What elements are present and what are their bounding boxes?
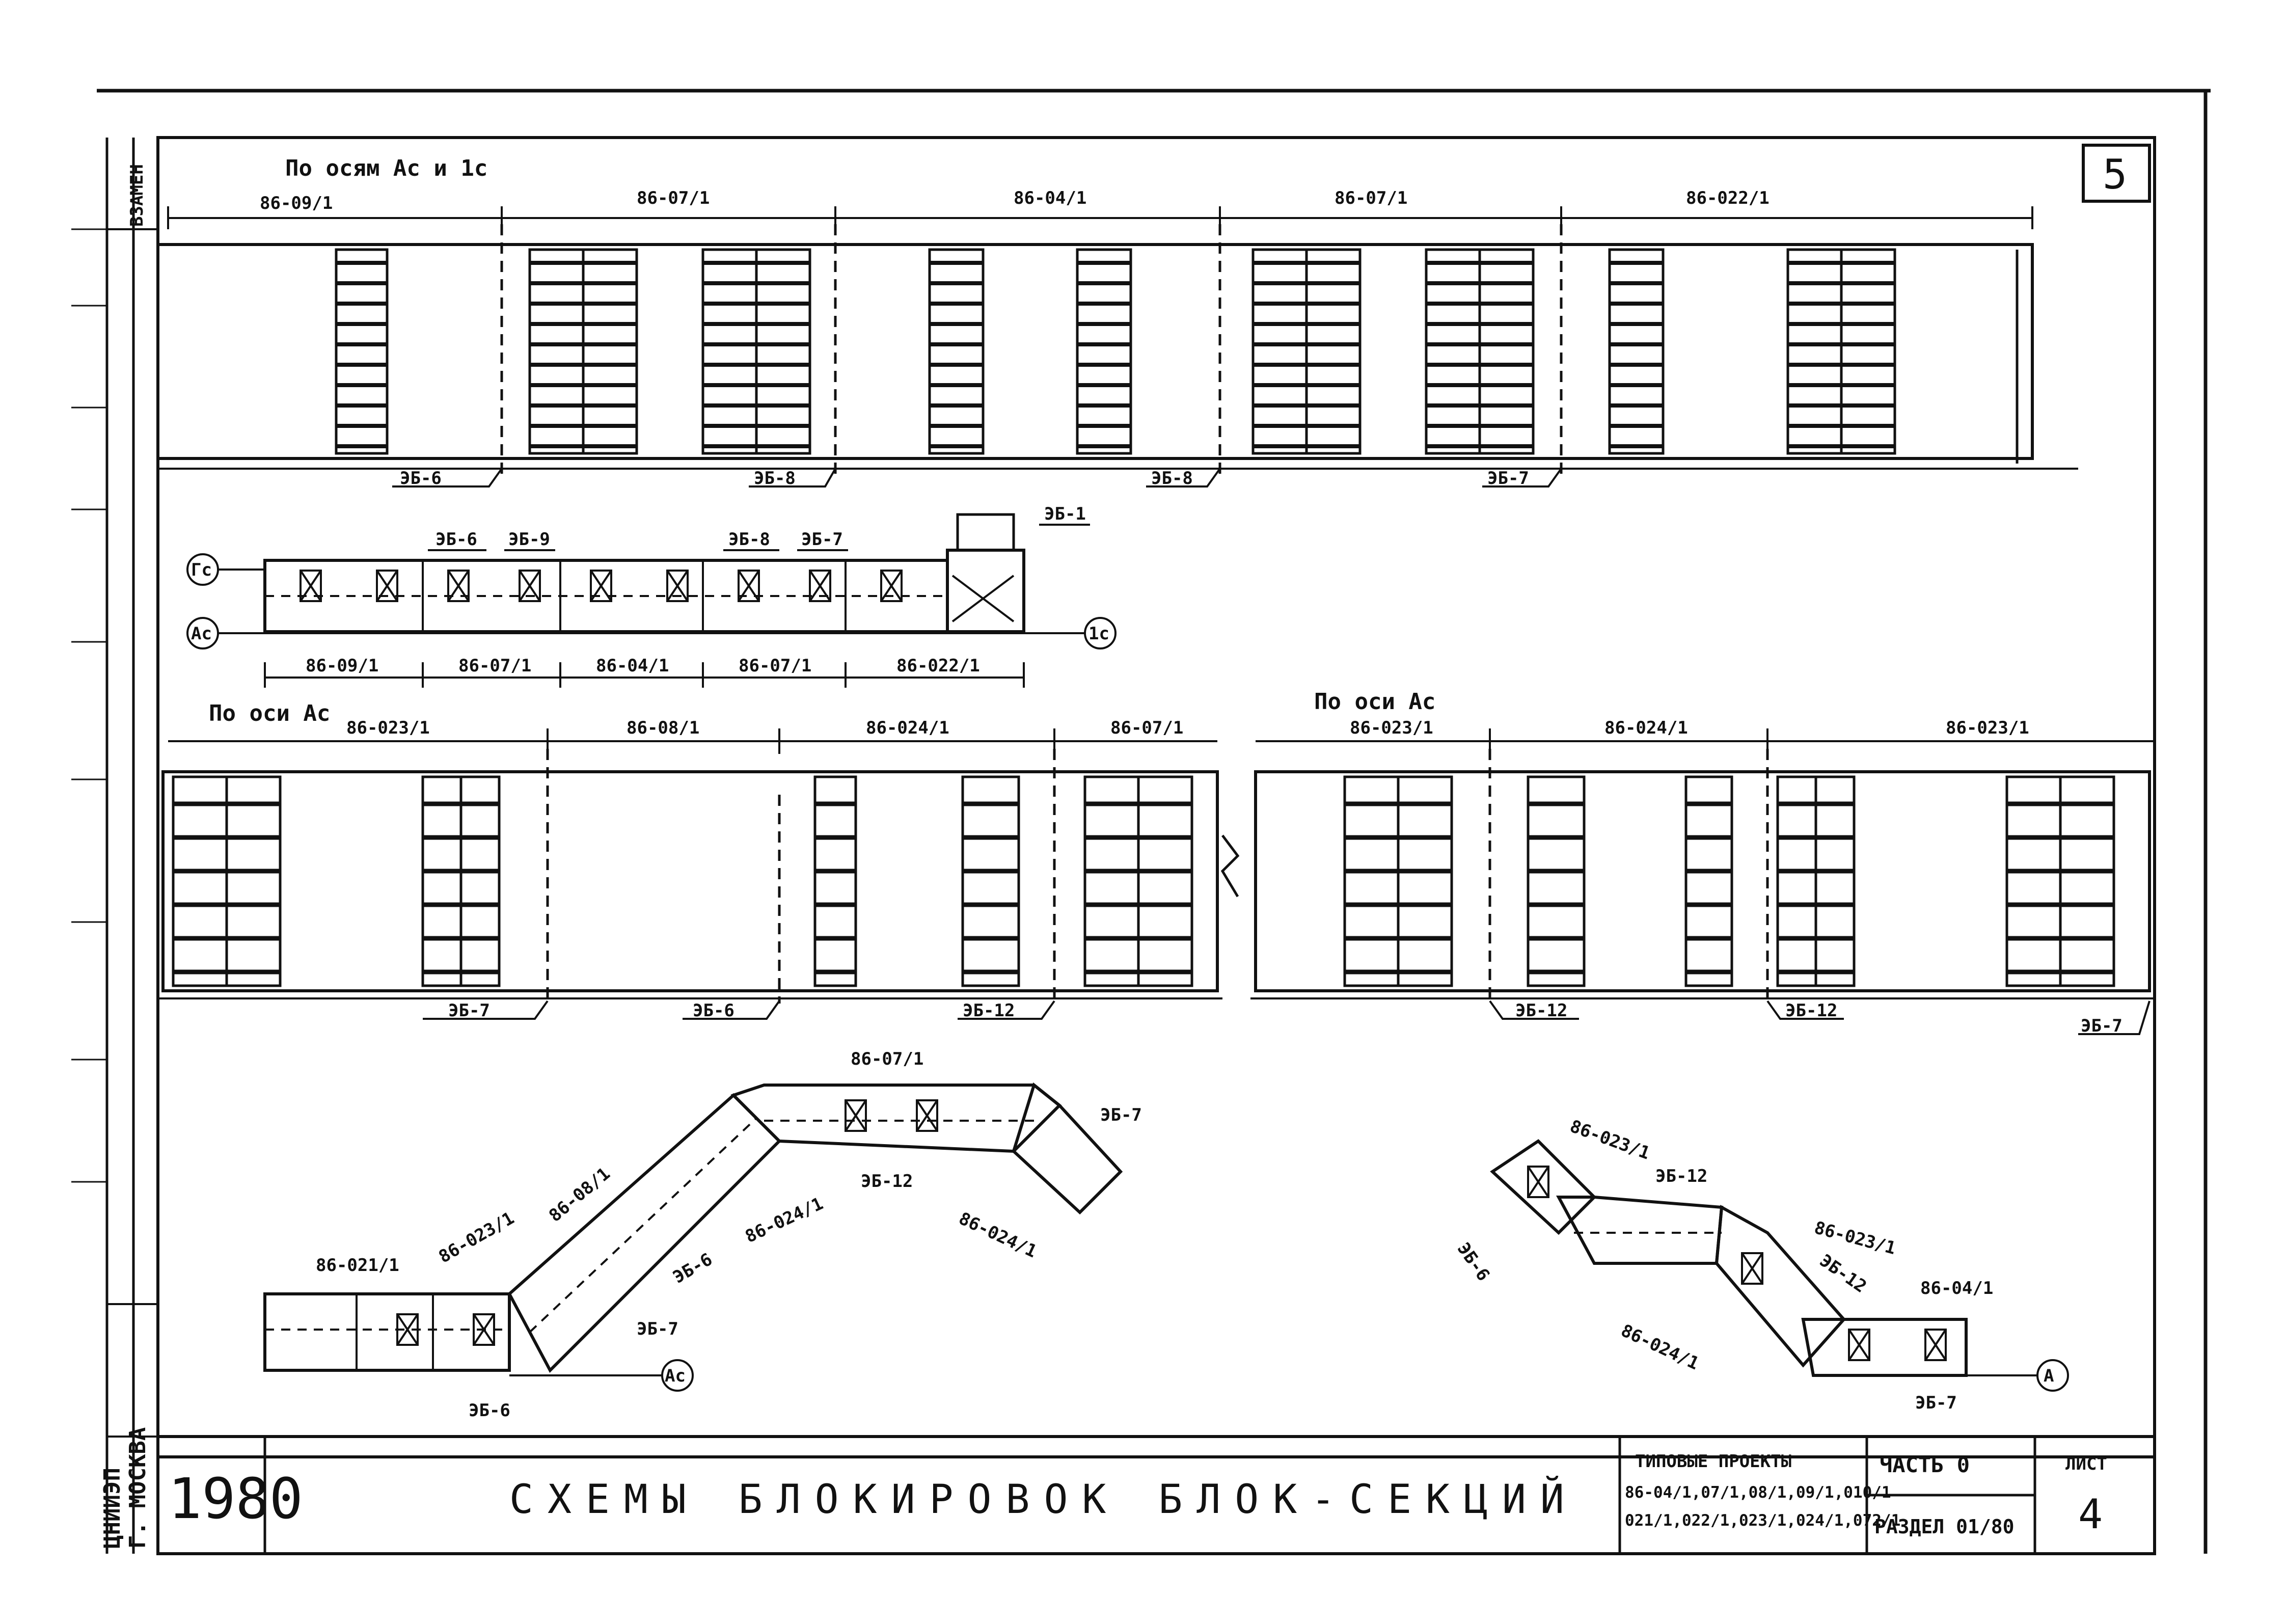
stamp-vzamen: ВЗАМЕН — [127, 164, 147, 227]
mid-elevation-left: По оси Ас 86-023/1 86-08/1 86-024/1 86-0… — [158, 700, 1240, 1021]
mid-right-mark-1: ЭБ-12 — [1515, 1000, 1567, 1021]
mid-right-section-3: 86-023/1 — [1946, 718, 2029, 738]
section-label: РАЗДЕЛ 01/80 — [1874, 1515, 2015, 1538]
mid-right-mark-2: ЭБ-12 — [1785, 1000, 1837, 1021]
axis-1s: 1с — [1088, 624, 1109, 644]
bent-left-label-8: ЭБ-7 — [637, 1319, 678, 1339]
top-section-4: 86-07/1 — [1335, 188, 1407, 208]
axis-gs: Гс — [191, 560, 212, 580]
bent-left-label-4: 86-07/1 — [851, 1049, 923, 1069]
axis-as-top: Ас — [191, 624, 212, 644]
top-section-5: 86-022/1 — [1686, 188, 1770, 208]
plan-section-3: 86-04/1 — [596, 656, 669, 676]
projects-heading: ТИПОВЫЕ ПРОЕКТЫ — [1635, 1451, 1791, 1472]
plan-bent-right — [1490, 1139, 2069, 1392]
bent-left-label-1: 86-021/1 — [316, 1255, 399, 1276]
bent-right-label-2: ЭБ-12 — [1655, 1166, 1707, 1186]
plan-section-4: 86-07/1 — [739, 656, 811, 676]
bent-left-label-2: 86-023/1 — [436, 1208, 518, 1267]
projects-line-2: 021/1,022/1,023/1,024/1,072/1 — [1625, 1511, 1900, 1530]
stamp-city: Г. МОСКВА — [125, 1427, 151, 1549]
plan-section-1: 86-09/1 — [306, 656, 378, 676]
plan-mark-5: ЭБ-1 — [1044, 504, 1086, 524]
drawing-title: СХЕМЫ БЛОКИРОВОК БЛОК-СЕКЦИЙ — [509, 1476, 1579, 1523]
bent-left-label-6: 86-024/1 — [956, 1208, 1040, 1262]
mid-elevation-right: По оси Ас 86-023/1 86-024/1 86-023/1 — [1250, 689, 2155, 1036]
top-mark-4: ЭБ-7 — [1487, 468, 1529, 489]
part-label: ЧАСТЬ 0 — [1880, 1452, 1970, 1477]
list-number: 4 — [2078, 1491, 2103, 1538]
top-mark-1: ЭБ-6 — [400, 468, 442, 489]
stamp-org: ЦНИИЭП — [99, 1468, 125, 1549]
mid-left-caption: По оси Ас — [209, 700, 330, 726]
top-section-3: 86-04/1 — [1014, 188, 1086, 208]
plan-section-2: 86-07/1 — [458, 656, 531, 676]
top-section-1: 86-09/1 — [260, 193, 333, 213]
plan-mark-3: ЭБ-8 — [728, 529, 770, 550]
bent-left-label-10: ЭБ-12 — [861, 1171, 913, 1192]
mid-right-section-2: 86-024/1 — [1604, 718, 1688, 738]
bent-right-label-5: 86-024/1 — [1618, 1320, 1702, 1374]
bent-left-label-7: ЭБ-6 — [670, 1249, 716, 1288]
title-block — [263, 1437, 2036, 1554]
top-mark-2: ЭБ-8 — [754, 468, 796, 489]
list-label: ЛИСТ — [2065, 1454, 2107, 1474]
mid-left-mark-2: ЭБ-6 — [693, 1000, 734, 1021]
plan-mark-4: ЭБ-7 — [801, 529, 843, 550]
bent-right-label-3: 86-023/1 — [1812, 1217, 1898, 1259]
bent-right-label-1: 86-023/1 — [1567, 1116, 1653, 1164]
bent-left-label-3: 86-08/1 — [545, 1163, 614, 1226]
year: 1980 — [168, 1466, 303, 1531]
bent-right-label-7: ЭБ-12 — [1816, 1251, 1870, 1297]
plan-bent-left — [263, 1082, 1123, 1392]
mid-left-mark-1: ЭБ-7 — [448, 1000, 490, 1021]
mid-left-section-2: 86-08/1 — [627, 718, 699, 738]
mid-left-section-4: 86-07/1 — [1110, 718, 1183, 738]
bent-right-axis: А — [2044, 1366, 2054, 1386]
plan-mark-2: ЭБ-9 — [508, 529, 550, 550]
top-section-2: 86-07/1 — [637, 188, 710, 208]
plan-mark-1: ЭБ-6 — [436, 529, 477, 550]
mid-left-section-3: 86-024/1 — [866, 718, 949, 738]
sheet-frame — [71, 89, 2211, 1555]
sheet-number-box — [2082, 144, 2151, 203]
sheet-number: 5 — [2103, 151, 2127, 198]
bent-right-label-8: ЭБ-7 — [1915, 1393, 1957, 1413]
bent-left-label-9: ЭБ-6 — [469, 1400, 510, 1421]
mid-left-section-1: 86-023/1 — [346, 718, 430, 738]
bent-left-axis: Ас — [665, 1366, 686, 1386]
bent-left-label-11: ЭБ-7 — [1100, 1105, 1142, 1125]
bent-right-label-6: ЭБ-6 — [1453, 1239, 1494, 1285]
top-elevation: По осям Ас и 1с 86-09/1 86-07/1 86-04/1 … — [156, 155, 2078, 489]
bent-left-label-5: 86-024/1 — [742, 1194, 826, 1247]
bent-right-label-4: 86-04/1 — [1920, 1278, 1993, 1298]
plan-section-5: 86-022/1 — [896, 656, 980, 676]
top-mark-3: ЭБ-8 — [1151, 468, 1193, 489]
mid-right-section-1: 86-023/1 — [1350, 718, 1433, 738]
mid-left-mark-3: ЭБ-12 — [963, 1000, 1015, 1021]
top-elevation-caption: По осям Ас и 1с — [285, 155, 487, 181]
mid-right-mark-3: ЭБ-7 — [2081, 1016, 2122, 1036]
mid-right-caption: По оси Ас — [1314, 689, 1435, 715]
projects-line-1: 86-04/1,07/1,08/1,09/1,010/1 — [1625, 1483, 1891, 1502]
plan-straight: Гс Ас 1с — [186, 504, 1117, 688]
